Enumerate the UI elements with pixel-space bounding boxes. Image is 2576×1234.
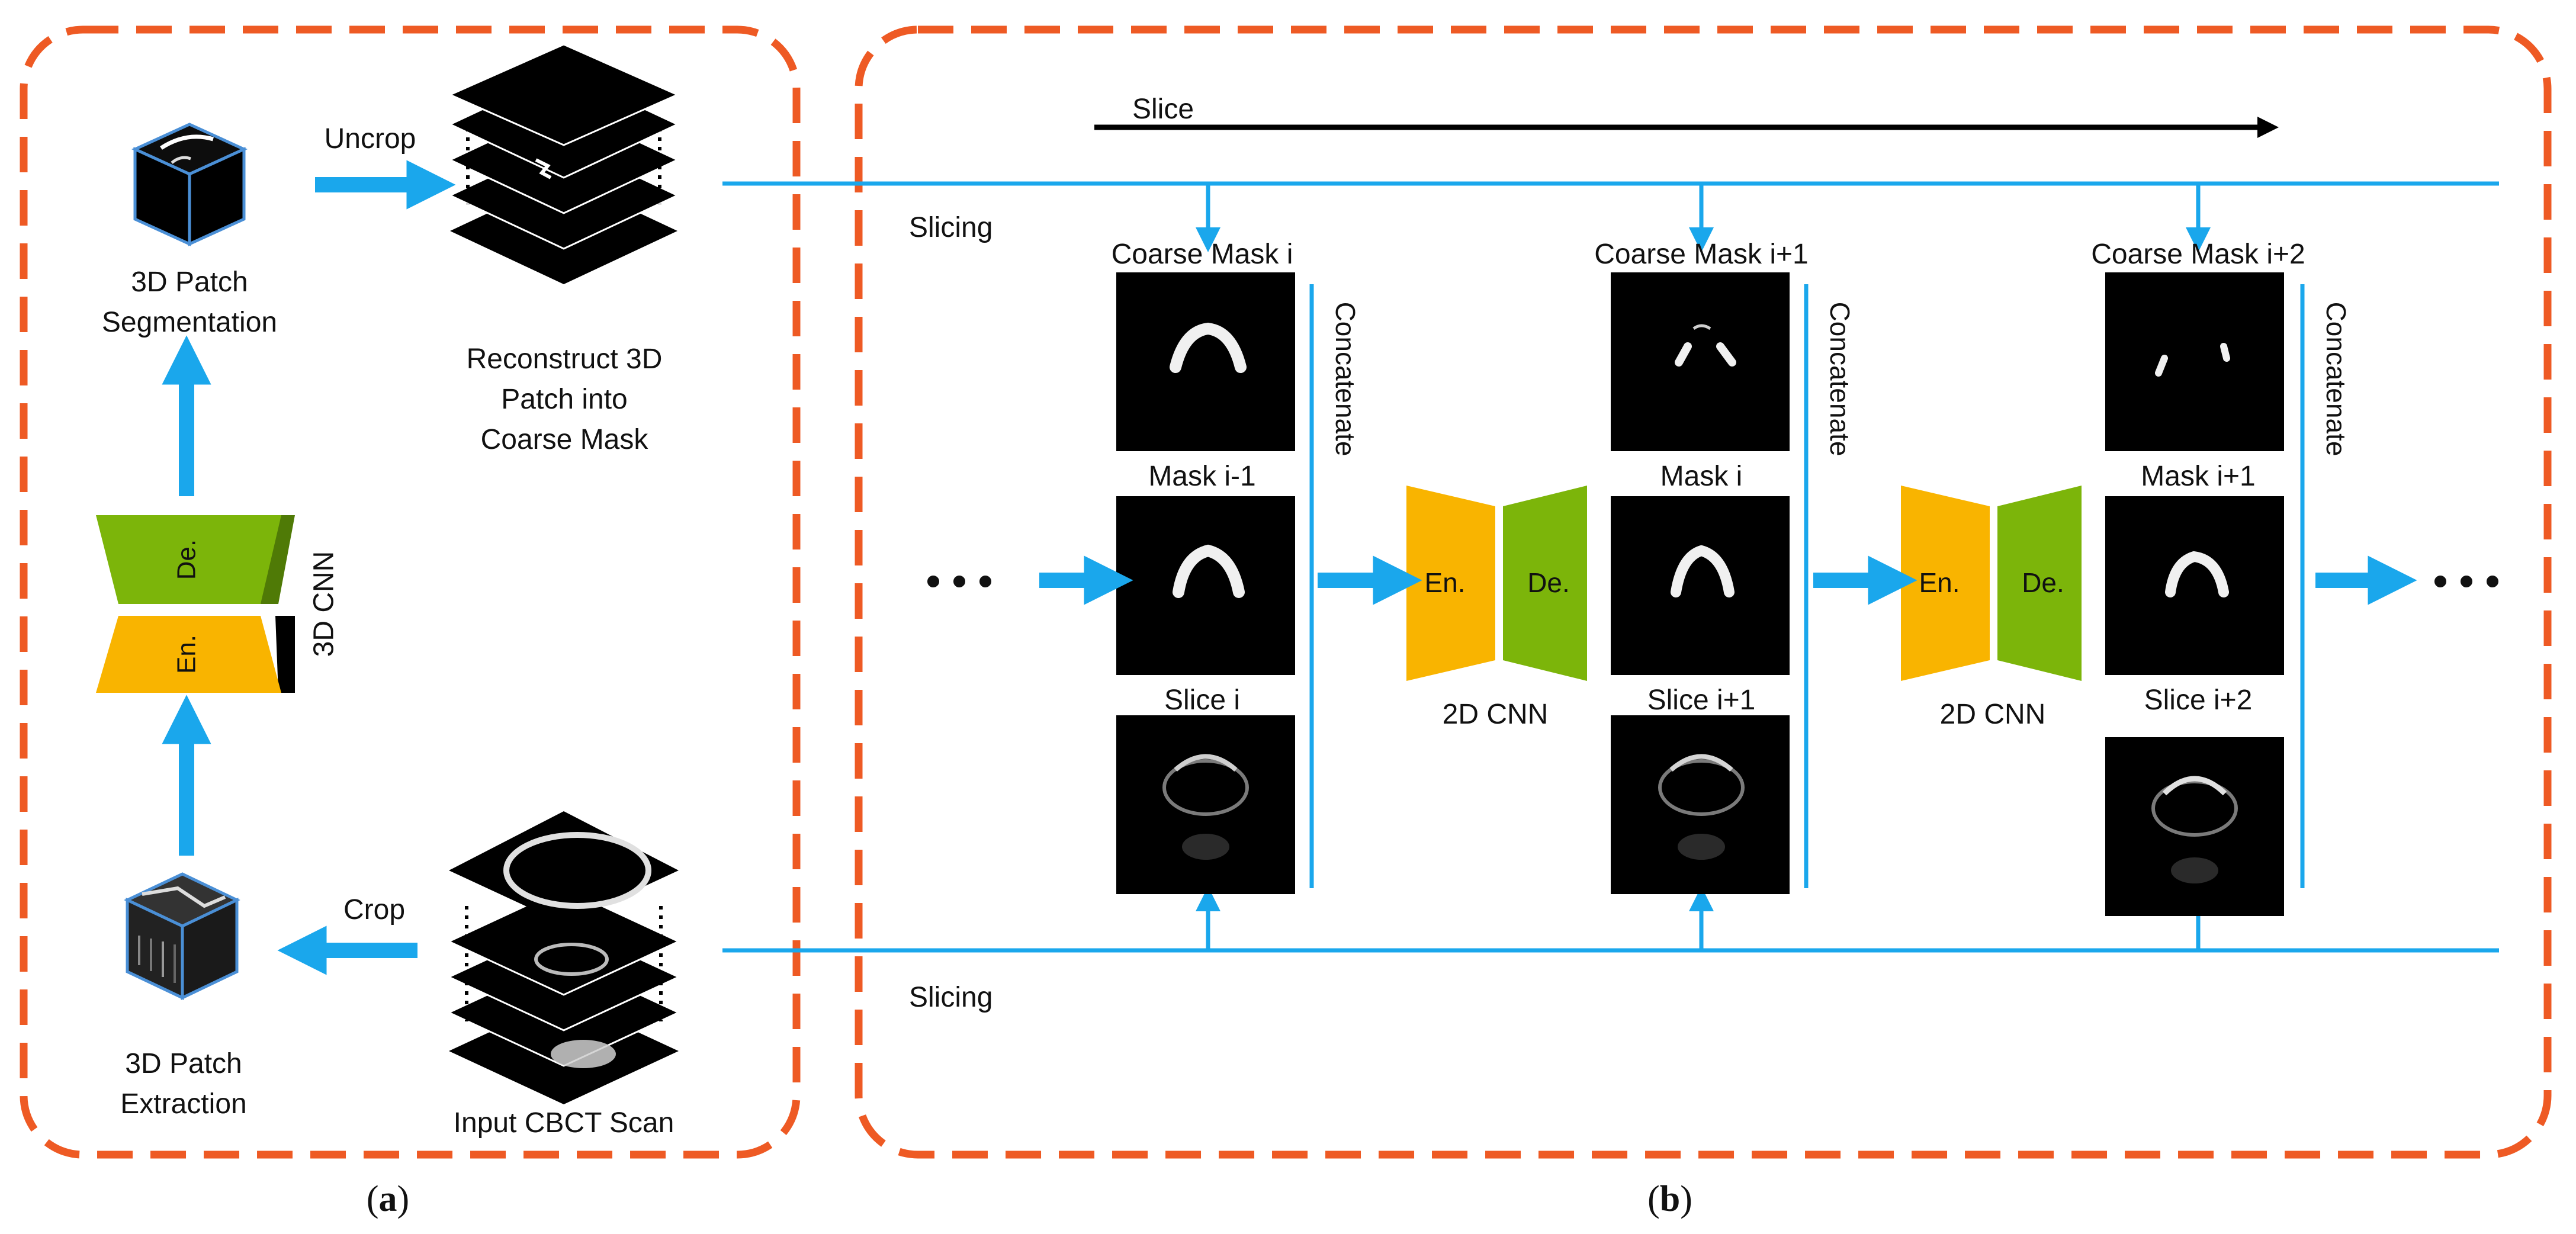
slice-image-3 <box>2105 737 2284 916</box>
decoder-2d-shape-1 <box>1503 486 1587 681</box>
decoder-2d-shape-2 <box>1997 486 2082 681</box>
decoder-2d-label-1: De. <box>1527 567 1570 598</box>
encoder-2d-label-1: En. <box>1424 567 1465 598</box>
mask-image-3 <box>2105 496 2284 675</box>
ellipsis-left: • • • <box>926 558 993 604</box>
decoder-2d-label-2: De. <box>2022 567 2064 598</box>
mask-label-3: Mask i+1 <box>2141 461 2255 492</box>
slice-label-2: Slice i+1 <box>1647 685 1756 716</box>
cnn-3d-label: 3D CNN <box>309 551 340 657</box>
recon-label-line2: Patch into <box>501 384 627 415</box>
concat-label-2: Concatenate <box>1825 302 1855 457</box>
decoder-3d-shadow <box>261 515 295 604</box>
segmentation-label-line1: 3D Patch <box>131 266 248 298</box>
slice-image-1 <box>1116 715 1295 894</box>
cnn-3d-block <box>96 515 295 693</box>
coarse-mask-image-2 <box>1611 272 1790 451</box>
caption-b: (b) <box>1647 1179 1692 1219</box>
extraction-label-line2: Extraction <box>120 1088 246 1120</box>
slice-label-1: Slice i <box>1164 685 1240 716</box>
cnn-2d-label-1: 2D CNN <box>1443 699 1549 730</box>
input-scan-label: Input CBCT Scan <box>454 1107 674 1139</box>
top-slicing-label: Slicing <box>909 212 993 243</box>
segmentation-label-line2: Segmentation <box>102 307 277 338</box>
column-3: Coarse Mask i+2 Mask i+1 Slice i+2 Conca… <box>2091 239 2352 916</box>
encoder-2d-shape-1 <box>1406 486 1495 681</box>
concat-label-3: Concatenate <box>2321 302 2352 457</box>
decoder-3d-shape <box>96 515 281 604</box>
coarse-mask-label-2: Coarse Mask i+1 <box>1594 239 1808 270</box>
slice-image-2 <box>1611 715 1790 894</box>
mask-image-1 <box>1116 496 1295 675</box>
coarse-mask-label-1: Coarse Mask i <box>1112 239 1293 270</box>
mask-label-1: Mask i-1 <box>1148 461 1255 492</box>
concat-label-1: Concatenate <box>1330 302 1361 457</box>
recon-label-line3: Coarse Mask <box>481 424 649 455</box>
panel-b-border <box>855 25 2552 1159</box>
coarse-mask-image-3 <box>2105 272 2284 451</box>
cnn-2d-block-1: En. De. 2D CNN <box>1406 486 1587 730</box>
encoder-2d-shape-2 <box>1901 486 1990 681</box>
bottom-slicing-label: Slicing <box>909 982 993 1013</box>
encoder-3d-label: En. <box>172 635 201 674</box>
coarse-mask-stack <box>448 43 680 284</box>
segmentation-cube-icon <box>131 123 248 246</box>
slice-axis-label: Slice <box>1132 94 1194 125</box>
mask-image-2 <box>1611 496 1790 675</box>
slice-label-3: Slice i+2 <box>2144 685 2253 716</box>
crop-label: Crop <box>343 894 405 926</box>
coarse-mask-label-3: Coarse Mask i+2 <box>2091 239 2305 270</box>
encoder-2d-label-2: En. <box>1919 567 1960 598</box>
mask-label-2: Mask i <box>1660 461 1743 492</box>
uncrop-label: Uncrop <box>325 123 416 155</box>
coarse-mask-image-1 <box>1116 272 1295 451</box>
caption-a: (a) <box>367 1179 409 1219</box>
column-2: Coarse Mask i+1 Mask i Slice i+1 Concate… <box>1594 239 1855 894</box>
ellipsis-right: • • • <box>2433 558 2500 604</box>
cbct-scan-stack <box>447 811 681 1104</box>
encoder-3d-shadow <box>275 616 295 693</box>
panel-a-border <box>20 25 801 1159</box>
extraction-cube-icon <box>124 872 240 1000</box>
encoder-3d-shape <box>96 616 281 693</box>
cnn-2d-block-2: En. De. 2D CNN <box>1901 486 2082 730</box>
decoder-3d-label: De. <box>172 539 201 580</box>
column-1: Coarse Mask i Mask i-1 Slice i Concatena… <box>1112 239 1361 894</box>
extraction-label-line1: 3D Patch <box>125 1048 242 1079</box>
cnn-2d-label-2: 2D CNN <box>1940 699 2046 730</box>
recon-label-line1: Reconstruct 3D <box>467 343 663 375</box>
